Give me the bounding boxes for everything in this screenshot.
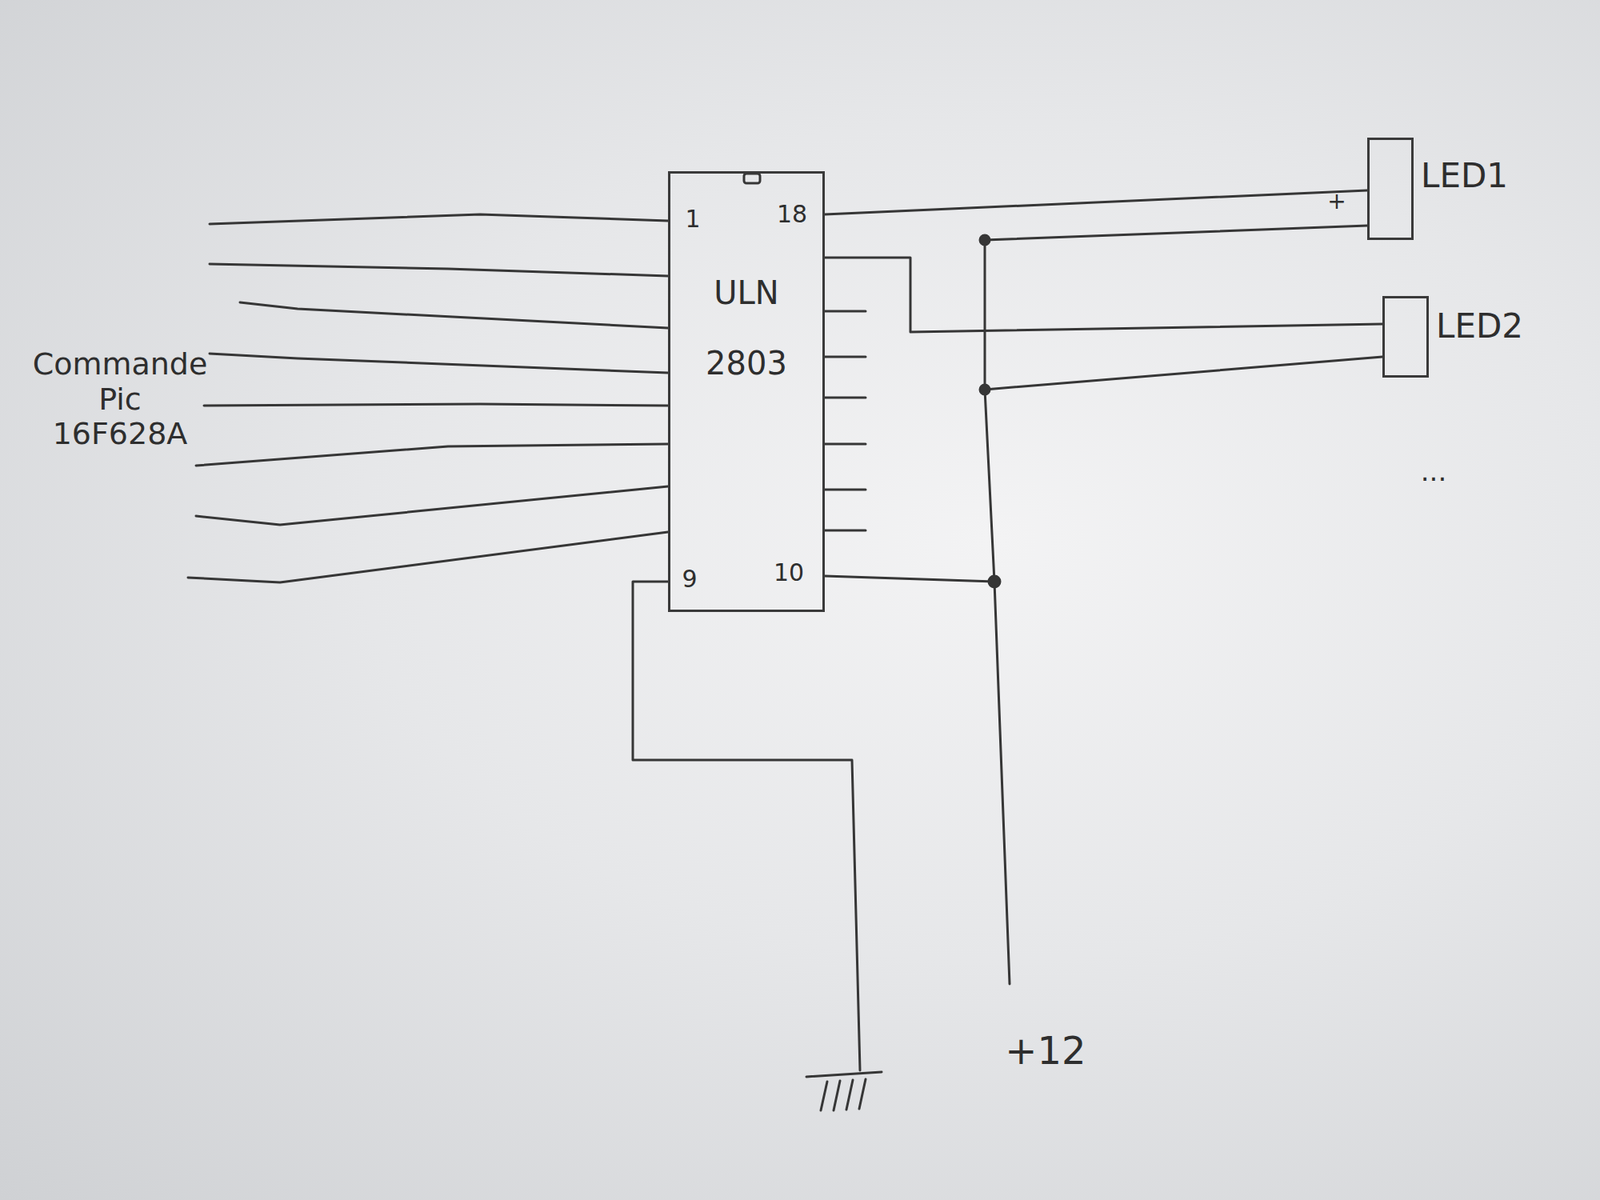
pin-number: 1 (684, 205, 700, 234)
ic-chip: ULN 2803 (668, 171, 825, 612)
led-module: LED1 (1367, 137, 1414, 240)
pin-number: 18 (776, 200, 808, 229)
pin-number: 9 (681, 565, 697, 594)
output-wire (824, 257, 1383, 332)
output-stubs (824, 311, 866, 531)
input-wires (188, 214, 668, 583)
supply-rail (824, 225, 1383, 984)
polarity-mark: + (1327, 188, 1346, 215)
edge-layer (824, 190, 1383, 332)
output-wire (824, 190, 1368, 215)
led-module: LED2 (1382, 296, 1429, 378)
continuation-mark: ... (1420, 456, 1447, 488)
led-name: LED2 (1436, 309, 1524, 344)
ground-wire (632, 581, 882, 1111)
controller-label: Commande Pic 16F628A (32, 347, 208, 452)
pin-number: 10 (773, 559, 804, 588)
chip-name: ULN 2803 (705, 257, 788, 399)
supply-label: +12 (1004, 1028, 1086, 1073)
chip-notch (744, 173, 760, 184)
led-name: LED1 (1420, 159, 1508, 193)
